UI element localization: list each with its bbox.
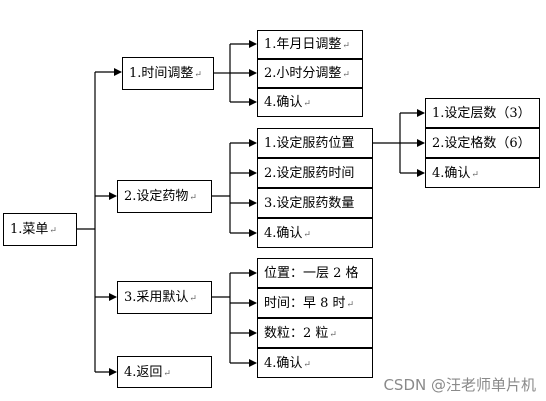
leaf-label: 4.确认 [264, 95, 303, 110]
root-menu-box: 1.菜单↵ [3, 213, 77, 246]
leaf-box: 2.小时分调整↵ [257, 59, 363, 88]
paragraph-mark-icon: ↵ [303, 229, 311, 240]
paragraph-mark-icon: ↵ [329, 329, 337, 340]
leaf-label: 2.小时分调整 [264, 66, 342, 81]
node-label: 1.时间调整 [129, 66, 194, 81]
leaf-box: 4.确认↵ [257, 88, 363, 117]
root-menu-label: 1.菜单 [10, 222, 49, 237]
leaf-box: 数粒：2 粒↵ [257, 318, 373, 348]
node-return: 4.返回↵ [117, 356, 212, 388]
paragraph-mark-icon: ↵ [342, 41, 350, 51]
watermark-text: CSDN @汪老师单片机 [383, 376, 536, 394]
leaf-box: 1.年月日调整↵ [257, 30, 363, 59]
leaf-label: 数粒：2 粒 [264, 325, 329, 341]
paragraph-mark-icon: ↵ [471, 169, 479, 180]
node-use-default: 3.采用默认↵ [117, 281, 212, 314]
paragraph-mark-icon: ↵ [49, 226, 57, 236]
leaf-box: 1.设定服药位置 [257, 128, 373, 158]
leaf-box: 4.确认↵ [257, 348, 373, 378]
paragraph-mark-icon: ↵ [303, 359, 311, 370]
node-label: 4.返回 [124, 364, 163, 380]
paragraph-mark-icon: ↵ [194, 70, 202, 80]
sub-leaf-box: 2.设定格数（6） [425, 128, 540, 158]
sub-leaf-label: 1.设定层数（3） [432, 105, 531, 121]
sub-leaf-label: 4.确认 [432, 165, 471, 181]
node-set-medicine: 2.设定药物↵ [117, 180, 212, 213]
paragraph-mark-icon: ↵ [303, 99, 311, 109]
leaf-box: 位置：一层 2 格 [257, 258, 373, 288]
leaf-label: 4.确认 [264, 225, 303, 241]
paragraph-mark-icon: ↵ [163, 368, 171, 379]
leaf-box: 3.设定服药数量 [257, 188, 373, 218]
leaf-label: 1.设定服药位置 [264, 135, 355, 151]
leaf-box: 4.确认↵ [257, 218, 373, 248]
leaf-box: 时间：早 8 时↵ [257, 288, 373, 318]
leaf-label: 3.设定服药数量 [264, 195, 355, 211]
leaf-label: 4.确认 [264, 355, 303, 371]
sub-leaf-label: 2.设定格数（6） [432, 135, 531, 151]
node-time-adjust: 1.时间调整↵ [122, 57, 214, 90]
node-label: 3.采用默认 [124, 290, 189, 305]
leaf-label: 1.年月日调整 [264, 37, 342, 52]
leaf-box: 2.设定服药时间 [257, 158, 373, 188]
leaf-label: 时间：早 8 时 [264, 295, 346, 311]
paragraph-mark-icon: ↵ [189, 294, 197, 304]
paragraph-mark-icon: ↵ [346, 299, 355, 310]
leaf-label: 位置：一层 2 格 [264, 265, 359, 281]
sub-leaf-box: 1.设定层数（3） [425, 98, 540, 128]
sub-leaf-box: 4.确认↵ [425, 158, 540, 188]
leaf-label: 2.设定服药时间 [264, 165, 355, 181]
node-label: 2.设定药物 [124, 189, 189, 204]
paragraph-mark-icon: ↵ [189, 193, 197, 203]
paragraph-mark-icon: ↵ [342, 70, 350, 80]
